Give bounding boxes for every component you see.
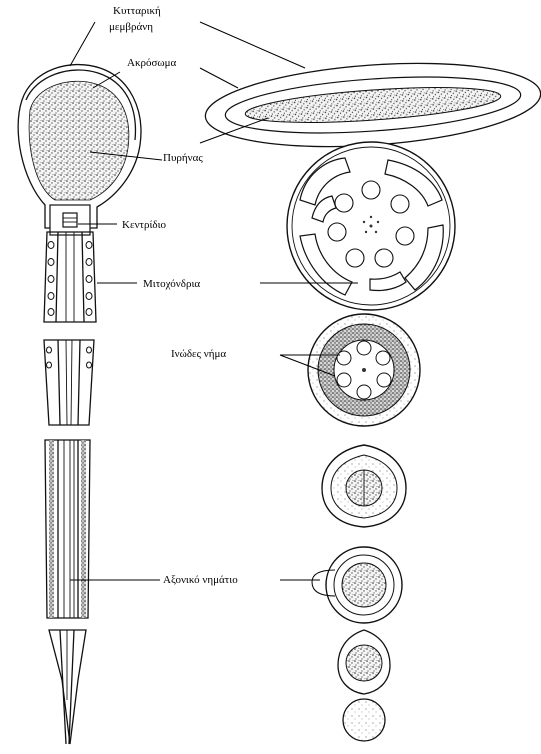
end-piece-cross-section-lower [343, 699, 385, 741]
sperm-longitudinal-view [18, 65, 141, 744]
centriole-mark [63, 213, 77, 227]
head-nucleus [29, 81, 129, 200]
label-cell-membrane-line2: μεμβράνη [109, 21, 153, 33]
label-axial-filament: Αξονικό νημάτιο [163, 574, 238, 586]
fibrous-sheath-cross-section [308, 314, 420, 426]
label-nucleus: Πυρήνας [163, 152, 203, 164]
end-piece [49, 630, 86, 744]
midpiece-cross-section [287, 142, 455, 310]
midpiece-segment [44, 232, 96, 322]
head-cross-section [203, 53, 541, 156]
axial-filament-cross-section [326, 547, 402, 623]
label-centriole: Κεντρίδιο [122, 219, 167, 231]
label-acrosome: Ακρόσωμα [127, 57, 177, 69]
labels: Κυτταρική μεμβράνη Ακρόσωμα Πυρήνας Κεντ… [109, 5, 238, 586]
principal-piece-long [45, 440, 90, 618]
label-mitochondria: Μιτοχόνδρια [143, 278, 200, 290]
principal-piece-upper [44, 340, 94, 425]
end-piece-cross-section-upper [338, 630, 390, 694]
principal-piece-cross-section [322, 445, 406, 527]
label-fibrous-filament: Ινώδες νήμα [171, 348, 226, 360]
label-cell-membrane-line1: Κυτταρική [113, 5, 161, 17]
